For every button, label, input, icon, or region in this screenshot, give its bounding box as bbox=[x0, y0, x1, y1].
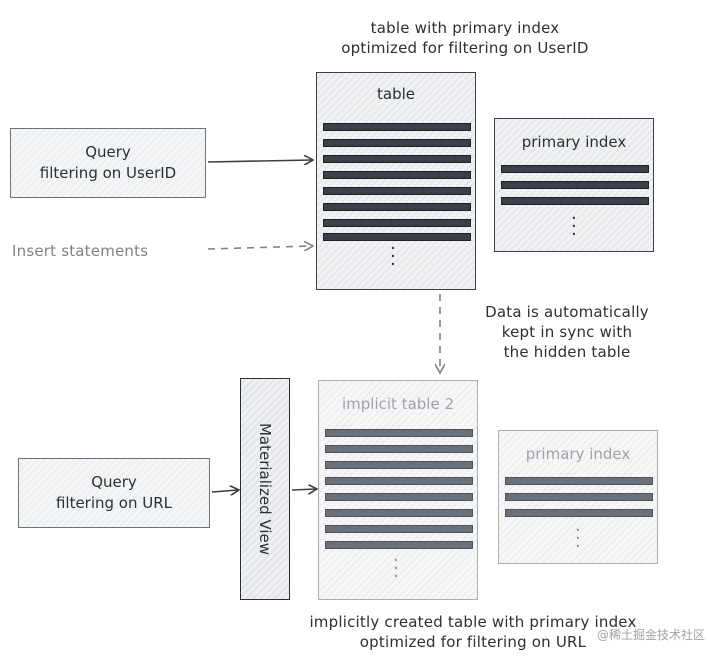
implicit-table-row bbox=[325, 429, 473, 437]
mv-to-implicit-arrow bbox=[291, 489, 316, 490]
query-userid-line-1: Query bbox=[85, 143, 131, 161]
query-userid-box: Query filtering on UserID bbox=[10, 128, 206, 198]
implicit-table-row bbox=[325, 445, 473, 453]
implicit-table-title: implicit table 2 bbox=[341, 395, 454, 413]
sync-note-line-3: the hidden table bbox=[503, 343, 631, 361]
top-caption-line-1: table with primary index bbox=[370, 19, 560, 37]
more-index-dots: ··· bbox=[575, 520, 581, 557]
sync-note: Data is automatically kept in sync with … bbox=[452, 302, 682, 362]
watermark: @稀土掘金技术社区 bbox=[596, 628, 705, 642]
top-caption-line-2: optimized for filtering on UserID bbox=[341, 39, 589, 57]
table-row bbox=[323, 155, 471, 163]
table-row bbox=[323, 233, 471, 241]
primary-index-top-box: primary index ··· bbox=[494, 118, 654, 252]
index-row bbox=[505, 493, 653, 501]
query-url-box: Query filtering on URL bbox=[18, 458, 210, 528]
more-rows-dots: ··· bbox=[390, 238, 396, 275]
primary-index-bottom-title: primary index bbox=[525, 445, 631, 463]
table-row bbox=[323, 123, 471, 131]
implicit-table-row bbox=[325, 461, 473, 469]
materialized-view-box: Materialized View bbox=[240, 378, 290, 600]
table-row bbox=[323, 171, 471, 179]
table-row bbox=[323, 203, 471, 211]
query-url-arrow bbox=[211, 490, 238, 492]
bottom-caption: implicitly created table with primary in… bbox=[282, 612, 664, 652]
index-row bbox=[505, 477, 653, 485]
index-row bbox=[505, 509, 653, 517]
implicit-table-row bbox=[325, 541, 473, 549]
sync-note-line-1: Data is automatically bbox=[485, 303, 649, 321]
index-row bbox=[501, 181, 649, 189]
query-userid-line-2: filtering on UserID bbox=[39, 164, 177, 182]
top-caption: table with primary index optimized for f… bbox=[300, 18, 630, 58]
more-index-dots: ··· bbox=[571, 208, 577, 245]
table-row bbox=[323, 139, 471, 147]
primary-index-top-title: primary index bbox=[521, 133, 627, 151]
table-title: table bbox=[377, 85, 415, 103]
implicit-table-row bbox=[325, 525, 473, 533]
more-implicit-rows-dots: ··· bbox=[393, 550, 399, 587]
implicit-table-row bbox=[325, 477, 473, 485]
insert-arrow bbox=[207, 246, 312, 249]
query-userid-arrow bbox=[207, 160, 312, 162]
insert-statements-label: Insert statements bbox=[12, 242, 149, 260]
table-box: table ··· bbox=[316, 72, 476, 290]
primary-index-bottom-box: primary index ··· bbox=[498, 430, 658, 564]
bottom-caption-line-2: optimized for filtering on URL bbox=[359, 633, 587, 651]
implicit-table-box: implicit table 2 ··· bbox=[318, 380, 478, 600]
implicit-table-row bbox=[325, 509, 473, 517]
index-row bbox=[501, 165, 649, 173]
sync-note-line-2: kept in sync with bbox=[501, 323, 633, 341]
implicit-table-row bbox=[325, 493, 473, 501]
bottom-caption-line-1: implicitly created table with primary in… bbox=[309, 613, 637, 631]
table-row bbox=[323, 219, 471, 227]
index-row bbox=[501, 197, 649, 205]
query-url-line-2: filtering on URL bbox=[55, 494, 173, 512]
query-url-line-1: Query bbox=[91, 473, 137, 491]
table-row bbox=[323, 187, 471, 195]
